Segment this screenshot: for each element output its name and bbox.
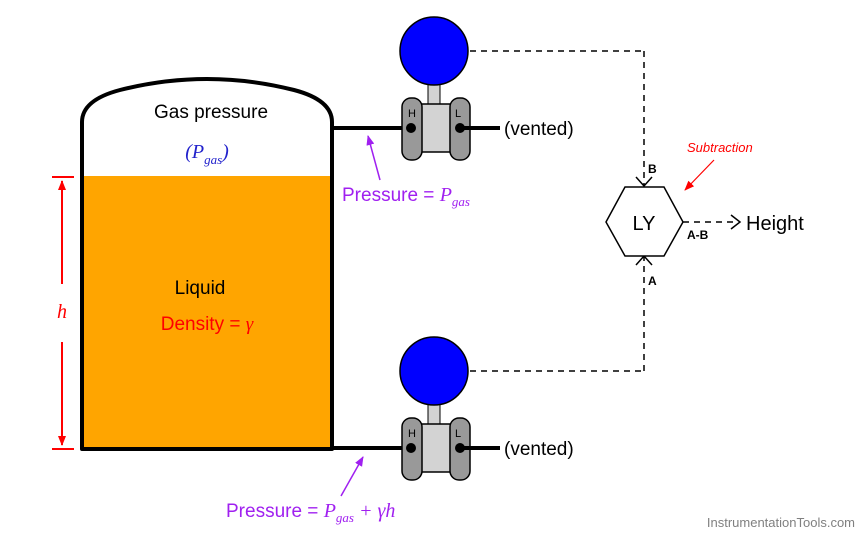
watermark: InstrumentationTools.com (707, 515, 855, 530)
subtraction-relay[interactable]: LY B A A-B Height Subtraction (605, 140, 804, 288)
tank-wall (80, 77, 334, 451)
bottom-pressure-annotation: Pressure = Pgas + γh (226, 456, 395, 525)
height-symbol: h (57, 301, 67, 323)
top-level-transmitter[interactable]: H L (vented) (399, 16, 653, 188)
high-port-label: H (408, 428, 416, 440)
high-port-label: H (408, 108, 416, 120)
relay-tag: LY (633, 213, 656, 235)
high-port (406, 443, 416, 453)
bottom-vented-label: (vented) (504, 439, 574, 460)
tank: Gas pressure (Pgas) Liquid Density = γ (80, 77, 334, 451)
gas-pressure-symbol: (Pgas) (185, 141, 229, 167)
transmitter-body (417, 103, 453, 153)
high-port (406, 123, 416, 133)
transmitter-head-icon (399, 336, 469, 406)
top-vented-label: (vented) (504, 119, 574, 140)
input-b-label: B (648, 162, 657, 176)
subtraction-label: Subtraction (687, 140, 753, 155)
output-label: A-B (687, 228, 709, 242)
low-port-label: L (455, 108, 461, 120)
input-b-arrow-icon (635, 176, 653, 188)
subtraction-arrow-icon (684, 159, 715, 191)
annotation-arrow-icon (340, 456, 364, 497)
transmitter-neck (427, 83, 441, 107)
transmitter-head-icon (399, 16, 469, 86)
output-arrow-icon (730, 214, 742, 230)
transmitter-neck (427, 403, 441, 427)
low-port-label: L (455, 428, 461, 440)
transmitter-body (417, 423, 453, 473)
svg-text:Pressure = Pgas + γh: Pressure = Pgas + γh (226, 500, 395, 525)
gas-pressure-label: Gas pressure (154, 102, 268, 123)
bottom-level-transmitter[interactable]: H L (vented) (399, 254, 653, 481)
height-dimension: h (52, 176, 74, 450)
density-label: Density = γ (161, 314, 254, 335)
annotation-arrow-icon (366, 135, 381, 181)
svg-text:Pressure = Pgas: Pressure = Pgas (342, 184, 470, 209)
output-signal-label: Height (746, 213, 804, 235)
liquid-fill (82, 176, 332, 448)
input-a-label: A (648, 274, 657, 288)
top-pressure-annotation: Pressure = Pgas (342, 135, 470, 209)
liquid-label: Liquid (175, 278, 226, 299)
